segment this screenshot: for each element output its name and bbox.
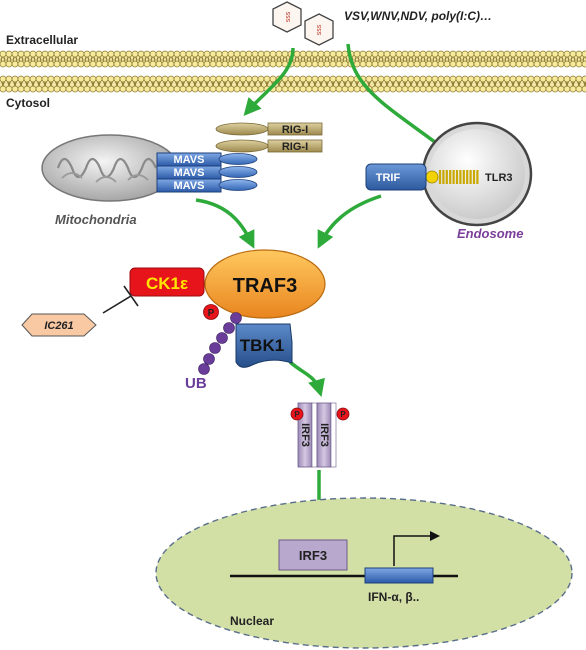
svg-text:RIG-I: RIG-I: [282, 141, 308, 153]
ubiquitin-chain: [198, 312, 242, 375]
ic261: IC261: [21, 313, 97, 337]
ifn-label: IFN-α, β..: [368, 590, 419, 604]
irf3-dimer: IRF3 IRF3: [297, 402, 337, 468]
svg-text:sss: sss: [285, 11, 292, 22]
svg-text:P: P: [340, 410, 346, 419]
lipid-heads: [0, 50, 586, 93]
trif: TRIF: [365, 163, 427, 191]
svg-text:TBK1: TBK1: [240, 336, 284, 355]
arrow-trif-to-traf3: [317, 194, 382, 249]
svg-text:MAVS: MAVS: [174, 167, 205, 179]
ifn-gene: [364, 567, 434, 584]
arrow-mavs-to-traf3: [195, 198, 255, 249]
svg-text:P: P: [294, 410, 300, 419]
svg-text:TRAF3: TRAF3: [233, 275, 297, 297]
svg-text:RIG-I: RIG-I: [282, 124, 308, 136]
mavs-3: MAVS: [156, 178, 222, 193]
mitochondria-label: Mitochondria: [55, 212, 137, 227]
traf3: TRAF3: [204, 249, 326, 319]
svg-text:IRF3: IRF3: [299, 548, 327, 563]
arrow-tbk1-to-irf3: [288, 360, 325, 398]
traf3-phospho: P: [203, 304, 219, 320]
transcription-start-arrow: [393, 531, 440, 566]
rig1-bottom: RIG-I: [215, 139, 323, 153]
svg-text:TRIF: TRIF: [376, 172, 401, 184]
rig1-top: RIG-I: [215, 122, 323, 136]
inhibition-mark: [102, 285, 139, 314]
irf3-right-label: IRF3: [318, 423, 330, 447]
tlr3: TLR3: [425, 170, 513, 184]
ligand-hexagon-right: sss: [304, 13, 334, 46]
svg-text:sss: sss: [316, 24, 323, 35]
ligands-label: VSV,WNV,NDV, poly(I:C)…: [344, 9, 492, 23]
mavs-2: MAVS: [156, 165, 222, 180]
tbk1: TBK1: [235, 323, 293, 368]
ck1e: CK1ε: [129, 267, 205, 297]
ligand-hexagon-left: sss: [272, 1, 302, 33]
extracellular-label: Extracellular: [6, 33, 78, 47]
nucleus: [155, 497, 573, 649]
cytosol-label: Cytosol: [6, 96, 50, 110]
svg-text:MAVS: MAVS: [174, 180, 205, 192]
endosome-label: Endosome: [457, 226, 523, 241]
mavs-1: MAVS: [156, 152, 222, 167]
irf3-phospho-right: P: [336, 407, 350, 421]
mavs-card-domains: [218, 153, 258, 191]
svg-text:CK1ε: CK1ε: [146, 274, 188, 293]
svg-text:TLR3: TLR3: [485, 172, 513, 184]
arrow-ligand-to-rig1: [243, 47, 295, 116]
nuclear-label: Nuclear: [230, 614, 274, 628]
svg-text:IC261: IC261: [44, 320, 73, 332]
svg-text:P: P: [208, 308, 215, 319]
ub-label: UB: [185, 375, 207, 392]
irf3-nuclear: IRF3: [278, 539, 348, 571]
svg-text:MAVS: MAVS: [174, 154, 205, 166]
signal-arrows: [195, 43, 461, 536]
irf3-phospho-left: P: [290, 407, 304, 421]
irf3-left-label: IRF3: [299, 423, 311, 447]
